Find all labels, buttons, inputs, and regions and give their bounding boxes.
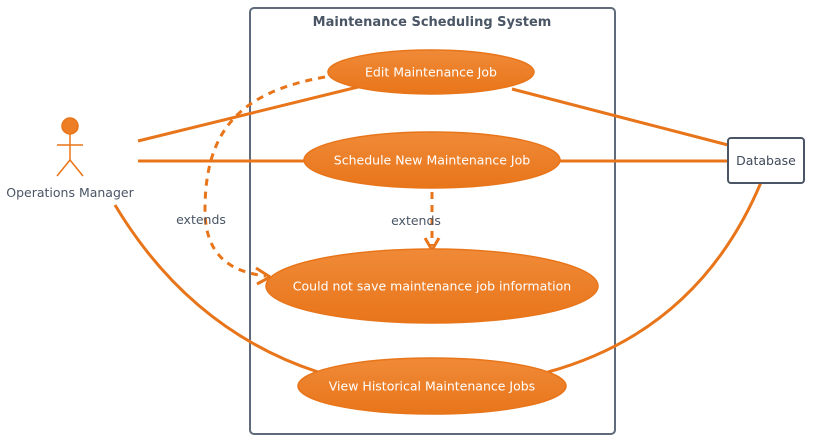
association-actor-edit [137,84,363,143]
usecase-could-not-save-label: Could not save maintenance job informati… [293,279,571,294]
extends-label-center: extends [391,213,441,228]
extends-edit-arrow [203,75,326,278]
usecase-view-historical-maintenance-jobs[interactable]: View Historical Maintenance Jobs [297,357,567,415]
association-view-history-database [547,179,764,374]
actor-operations-manager[interactable]: Operations Manager [6,117,135,200]
association-actor-view-history [113,204,319,374]
database-label: Database [736,153,796,168]
usecase-edit-maintenance-job[interactable]: Edit Maintenance Job [327,49,535,95]
extends-label-left: extends [176,212,226,227]
database-node[interactable]: Database [727,137,805,184]
actor-label: Operations Manager [6,185,134,200]
usecase-view-history-label: View Historical Maintenance Jobs [329,379,535,394]
usecase-schedule-label: Schedule New Maintenance Job [334,153,530,168]
stick-figure-icon [56,117,84,177]
system-title: Maintenance Scheduling System [313,15,552,30]
association-edit-database [511,87,729,147]
usecase-schedule-new-maintenance-job[interactable]: Schedule New Maintenance Job [303,131,561,189]
usecase-could-not-save[interactable]: Could not save maintenance job informati… [265,248,599,324]
usecase-edit-label: Edit Maintenance Job [365,65,497,80]
